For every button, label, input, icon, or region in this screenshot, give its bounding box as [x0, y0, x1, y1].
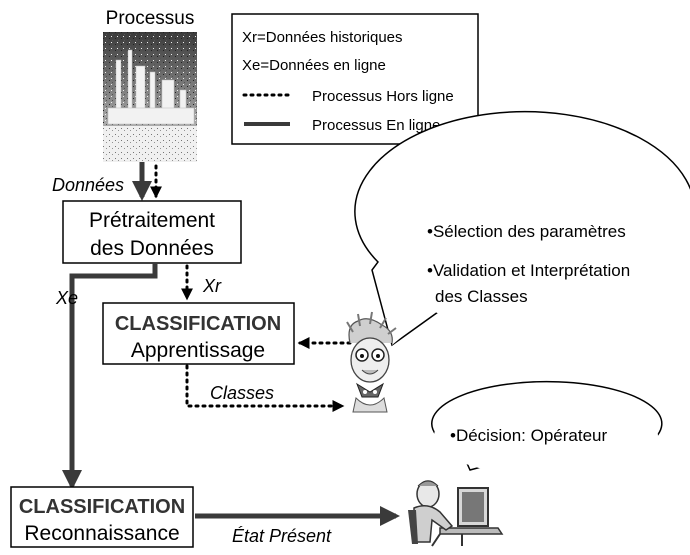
donnees-label: Données	[52, 175, 124, 195]
classification-reconnaissance-box	[10, 486, 194, 548]
bubble1-line2: •Validation et Interprétation	[427, 261, 630, 280]
classification-apprentissage-sub: Apprentissage	[131, 339, 265, 362]
classes-label: Classes	[210, 383, 274, 403]
legend: Xr=Données historiques Xe=Données en lig…	[231, 13, 479, 145]
classification-reconnaissance-sub: Reconnaissance	[24, 522, 179, 545]
xe-label: Xe	[55, 288, 78, 308]
pretraitement-line2: des Données	[90, 237, 214, 260]
classification-apprentissage-title: CLASSIFICATION	[115, 313, 281, 335]
bubble1-line1: •Sélection des paramètres	[427, 222, 626, 241]
arrow-classes-to-expert	[185, 364, 345, 412]
professor-icon	[346, 311, 397, 413]
bubble1-line3: des Classes	[435, 287, 528, 306]
pretraitement-box	[62, 200, 242, 264]
etat-present-label: État Présent	[232, 526, 332, 546]
legend-offline: Processus Hors ligne	[312, 88, 454, 105]
operator-computer-icon	[408, 480, 504, 547]
classification-apprentissage-box	[102, 302, 295, 365]
bubble2-line1: •Décision: Opérateur	[450, 426, 607, 445]
process-title: Processus	[106, 8, 195, 29]
legend-online: Processus En ligne	[312, 117, 440, 134]
legend-xe: Xe=Données en ligne	[242, 57, 386, 74]
classification-reconnaissance-title: CLASSIFICATION	[19, 496, 185, 518]
arrow-xe-online	[62, 263, 158, 490]
xr-label: Xr	[202, 276, 222, 296]
factory-image	[103, 32, 197, 162]
speech-bubble-operator: •Décision: Opérateur	[431, 380, 663, 476]
speech-bubble-expert: •Sélection des paramètres •Validation et…	[354, 110, 690, 347]
legend-xr: Xr=Données historiques	[242, 29, 403, 46]
pretraitement-line1: Prétraitement	[89, 209, 215, 232]
